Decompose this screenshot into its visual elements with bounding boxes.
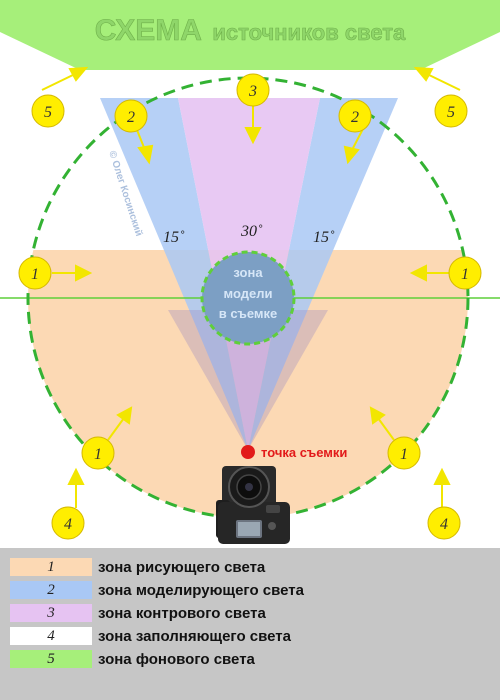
legend-row-2: 2 зона моделирующего света <box>10 579 304 601</box>
svg-text:1: 1 <box>400 446 408 463</box>
marker-1-right: 1 <box>448 256 482 290</box>
legend-row-4: 4 зона заполняющего света <box>10 625 291 647</box>
svg-text:3: 3 <box>248 83 257 100</box>
light-markers: 5 5 2 3 2 1 1 <box>18 73 482 540</box>
shoot-point-label: точка съемки <box>261 445 347 460</box>
zone-2-right-modelling <box>248 98 398 450</box>
marker-2-left: 2 <box>114 99 148 133</box>
legend-swatch-2: 2 <box>10 581 92 599</box>
legend-row-5: 5 зона фонового света <box>10 648 255 670</box>
legend-label-1: зона рисующего света <box>98 558 266 576</box>
marker-1-lower-right: 1 <box>387 436 421 470</box>
zone-5-background-light <box>0 0 500 70</box>
model-zone <box>200 250 296 346</box>
svg-text:1: 1 <box>31 266 39 283</box>
title: СХЕМА источников света <box>94 14 406 48</box>
svg-text:5: 5 <box>44 104 52 121</box>
legend-swatch-4: 4 <box>10 627 92 645</box>
model-zone-line-3: в съемке <box>219 306 278 321</box>
svg-text:4: 4 <box>64 516 72 533</box>
legend-row-1: 1 зона рисующего света <box>10 556 265 578</box>
legend-label-2: зона моделирующего света <box>98 581 304 599</box>
light-arrows <box>41 66 461 508</box>
shoot-point-dot <box>241 445 255 459</box>
camera-icon <box>216 466 290 544</box>
angle-center: 30˚ <box>240 223 263 240</box>
marker-5-right: 5 <box>434 94 468 128</box>
svg-text:5: 5 <box>447 104 455 121</box>
svg-text:СХЕМА источников света: СХЕМА источников света <box>95 14 406 47</box>
model-zone-line-2: модели <box>224 286 273 301</box>
legend-swatch-3: 3 <box>10 604 92 622</box>
title-rest: источников света <box>212 20 406 45</box>
zone-overlap <box>168 310 328 450</box>
angle-right: 15˚ <box>313 229 335 246</box>
legend-swatch-1: 1 <box>10 558 92 576</box>
svg-text:2: 2 <box>351 109 359 126</box>
legend-row-3: 3 зона контрового света <box>10 602 266 624</box>
svg-text:2: 2 <box>127 109 135 126</box>
zone-2-left-modelling <box>100 98 248 450</box>
title-main: СХЕМА <box>95 14 202 47</box>
marker-4-right: 4 <box>427 506 461 540</box>
model-zone-line-1: зона <box>233 265 263 280</box>
legend-label-4: зона заполняющего света <box>98 627 291 645</box>
marker-3: 3 <box>236 73 270 107</box>
svg-text:1: 1 <box>461 266 469 283</box>
svg-text:4: 4 <box>440 516 448 533</box>
angle-left: 15˚ <box>163 229 185 246</box>
legend-label-5: зона фонового света <box>98 650 255 668</box>
legend-label-3: зона контрового света <box>98 604 266 622</box>
marker-5-left: 5 <box>31 94 65 128</box>
svg-text:1: 1 <box>94 446 102 463</box>
legend-swatch-5: 5 <box>10 650 92 668</box>
marker-4-left: 4 <box>51 506 85 540</box>
lighting-scheme: СХЕМА источников света зона модели в съе… <box>0 0 500 544</box>
marker-1-left: 1 <box>18 256 52 290</box>
marker-1-lower-left: 1 <box>81 436 115 470</box>
marker-2-right: 2 <box>338 99 372 133</box>
legend: 1 зона рисующего света 2 зона моделирующ… <box>0 548 500 700</box>
